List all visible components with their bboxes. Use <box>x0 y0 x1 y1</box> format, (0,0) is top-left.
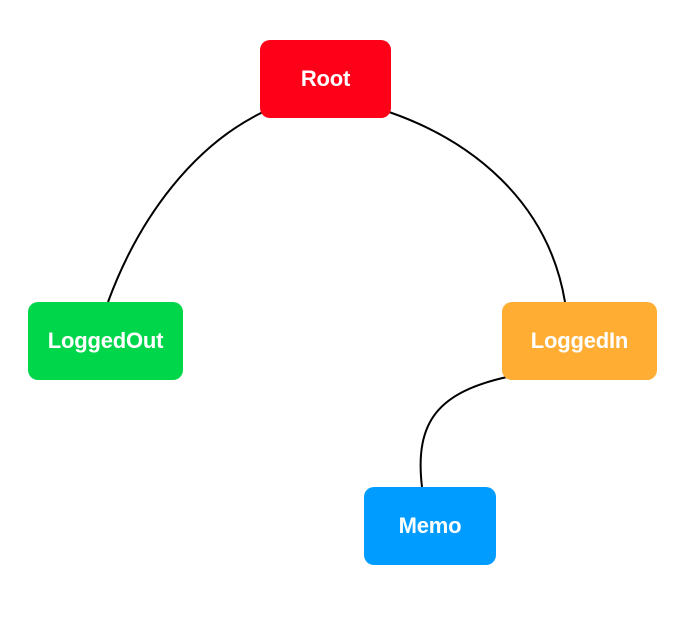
edge-loggedin-memo <box>419 376 508 488</box>
node-loggedout[interactable]: LoggedOut <box>28 302 183 380</box>
node-loggedin[interactable]: LoggedIn <box>502 302 657 380</box>
node-root[interactable]: Root <box>260 40 391 118</box>
edge-root-loggedin <box>388 111 566 303</box>
edge-root-loggedout <box>107 111 264 303</box>
node-memo[interactable]: Memo <box>364 487 496 565</box>
